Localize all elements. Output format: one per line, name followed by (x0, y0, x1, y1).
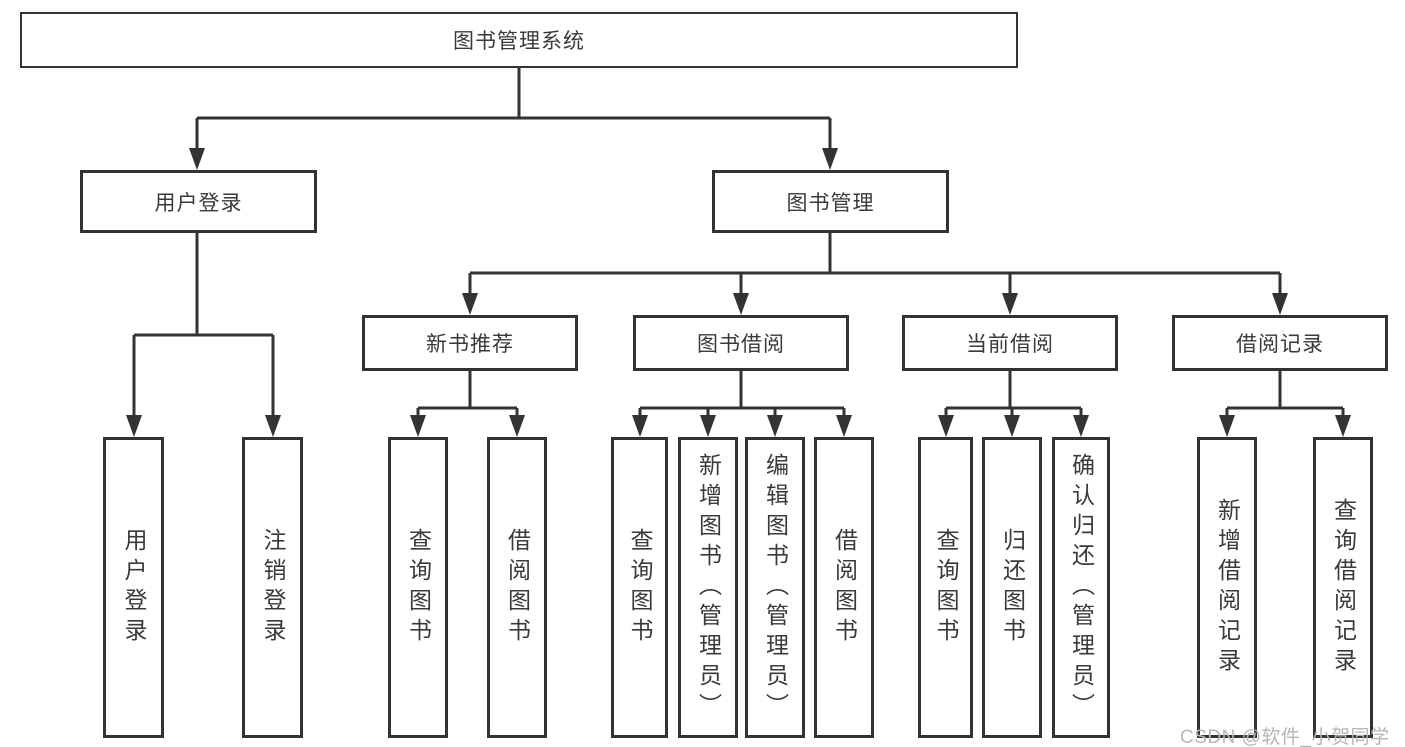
node-root: 图书管理系统 (20, 12, 1018, 68)
leaf-current-return-book-label: 归还图书 (999, 527, 1026, 648)
node-borrowing-records: 借阅记录 (1172, 315, 1388, 371)
leaf-logout-label: 注销登录 (260, 527, 286, 648)
node-book-borrowing-label: 图书借阅 (697, 333, 785, 356)
leaf-current-query-book-label: 查询图书 (933, 527, 959, 648)
leaf-borrowing-add-book-admin: 新增图书（管理员） (678, 437, 738, 738)
leaf-borrowing-edit-book-admin: 编辑图书（管理员） (745, 437, 805, 738)
csdn-watermark: CSDN @软件_小贺同学 (1180, 727, 1390, 747)
leaf-borrowing-edit-book-admin-label: 编辑图书（管理员） (762, 452, 789, 723)
leaf-records-query-record: 查询借阅记录 (1313, 437, 1373, 738)
leaf-records-add-record: 新增借阅记录 (1197, 437, 1257, 738)
node-current-borrowing-label: 当前借阅 (966, 333, 1054, 356)
leaf-borrowing-borrow-book: 借阅图书 (814, 437, 874, 738)
leaf-current-confirm-return-admin-label: 确认归还（管理员） (1068, 452, 1095, 723)
leaf-recommendation-query-book: 查询图书 (388, 437, 448, 738)
node-book-management: 图书管理 (712, 170, 949, 233)
leaf-recommendation-borrow-book: 借阅图书 (487, 437, 547, 738)
node-current-borrowing: 当前借阅 (902, 315, 1118, 371)
node-book-management-label: 图书管理 (786, 191, 875, 215)
node-user-login-label: 用户登录 (154, 191, 243, 215)
node-new-book-recommendation: 新书推荐 (362, 315, 578, 371)
leaf-user-login-label: 用户登录 (121, 527, 147, 648)
leaf-recommendation-borrow-book-label: 借阅图书 (504, 527, 531, 648)
node-user-login: 用户登录 (80, 170, 317, 233)
leaf-records-query-record-label: 查询借阅记录 (1330, 497, 1357, 678)
leaf-borrowing-borrow-book-label: 借阅图书 (831, 527, 858, 648)
leaf-current-query-book: 查询图书 (918, 437, 973, 738)
leaf-borrowing-query-book: 查询图书 (611, 437, 668, 738)
leaf-records-add-record-label: 新增借阅记录 (1214, 497, 1241, 678)
leaf-logout: 注销登录 (242, 437, 303, 738)
leaf-current-confirm-return-admin: 确认归还（管理员） (1052, 437, 1110, 738)
leaf-recommendation-query-book-label: 查询图书 (405, 527, 432, 648)
node-book-borrowing: 图书借阅 (633, 315, 849, 371)
leaf-borrowing-add-book-admin-label: 新增图书（管理员） (695, 452, 722, 723)
leaf-current-return-book: 归还图书 (982, 437, 1042, 738)
leaf-user-login: 用户登录 (103, 437, 164, 738)
node-borrowing-records-label: 借阅记录 (1236, 333, 1324, 356)
node-new-book-recommendation-label: 新书推荐 (426, 333, 514, 356)
leaf-borrowing-query-book-label: 查询图书 (627, 527, 653, 648)
node-root-label: 图书管理系统 (453, 30, 585, 53)
